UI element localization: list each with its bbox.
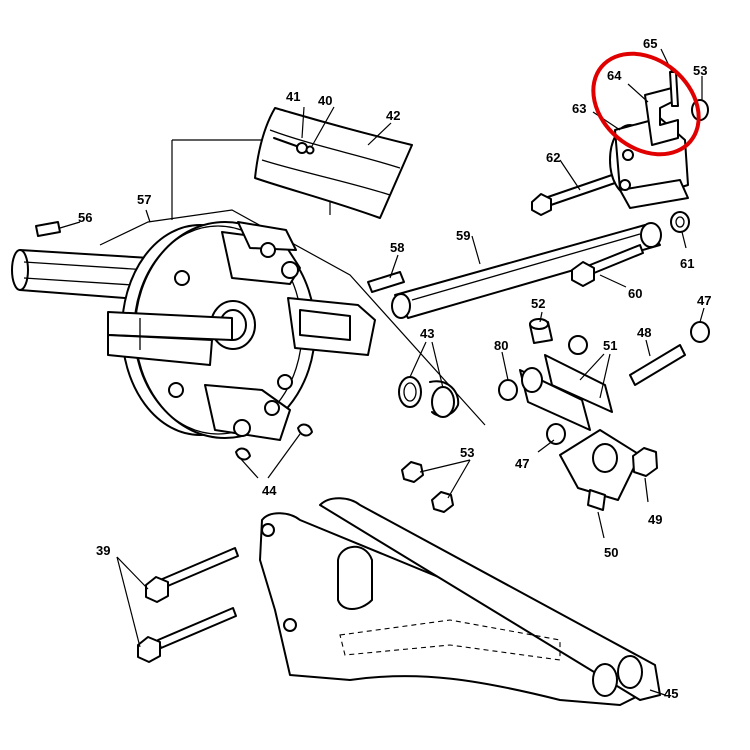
label-53-lower: 53	[460, 445, 474, 460]
label-47-lower: 47	[515, 456, 529, 471]
labels: 41 40 42 43 44 45 39 56 57 58 59 60 61 6…	[78, 36, 711, 701]
part-80-washer	[498, 379, 518, 401]
part-51-links	[519, 335, 613, 431]
part-53-nuts-lower	[401, 461, 454, 513]
right-clevis	[287, 297, 376, 356]
label-50: 50	[604, 545, 618, 560]
label-61: 61	[680, 256, 694, 271]
label-62: 62	[546, 150, 560, 165]
label-60: 60	[628, 286, 642, 301]
label-57: 57	[137, 192, 151, 207]
label-56: 56	[78, 210, 92, 225]
label-40: 40	[318, 93, 332, 108]
label-45: 45	[664, 686, 678, 701]
part-44-circlips	[235, 423, 313, 461]
part-45-lift-arm	[259, 497, 661, 706]
part-49-nut	[632, 447, 658, 477]
label-80: 80	[494, 338, 508, 353]
part-47-washer-lower	[546, 423, 566, 445]
part-40-washer	[305, 145, 315, 155]
upper-clevis	[221, 221, 301, 285]
label-47-right: 47	[697, 293, 711, 308]
part-52-bushing	[529, 318, 553, 344]
label-59: 59	[456, 228, 470, 243]
label-39: 39	[96, 543, 110, 558]
highlight-circle	[591, 51, 701, 157]
label-52: 52	[531, 296, 545, 311]
part-63-bracket	[609, 117, 689, 209]
part-41-screw	[273, 137, 308, 154]
label-64: 64	[607, 68, 622, 83]
part-47-washer-right	[690, 321, 710, 343]
part-39-bolts	[137, 547, 239, 663]
lower-clevis	[204, 384, 291, 441]
label-53-upper: 53	[693, 63, 707, 78]
part-59-bar	[391, 222, 662, 319]
part-56-key	[35, 221, 61, 237]
label-49: 49	[648, 512, 662, 527]
left-arm	[107, 311, 233, 366]
label-42: 42	[386, 108, 400, 123]
part-60-bolt	[571, 244, 644, 287]
part-61-spacer	[670, 211, 690, 233]
part-65-pin	[669, 71, 679, 107]
part-58-pin	[367, 271, 405, 293]
label-48: 48	[637, 325, 651, 340]
label-51: 51	[603, 338, 617, 353]
label-63: 63	[572, 101, 586, 116]
label-65: 65	[643, 36, 657, 51]
part-43-bushings	[398, 376, 460, 418]
label-41: 41	[286, 89, 300, 104]
part-50-block	[559, 429, 641, 511]
part-42-shield	[254, 107, 413, 219]
label-43: 43	[420, 326, 434, 341]
label-44: 44	[262, 483, 277, 498]
label-58: 58	[390, 240, 404, 255]
part-48-pin	[629, 344, 686, 386]
